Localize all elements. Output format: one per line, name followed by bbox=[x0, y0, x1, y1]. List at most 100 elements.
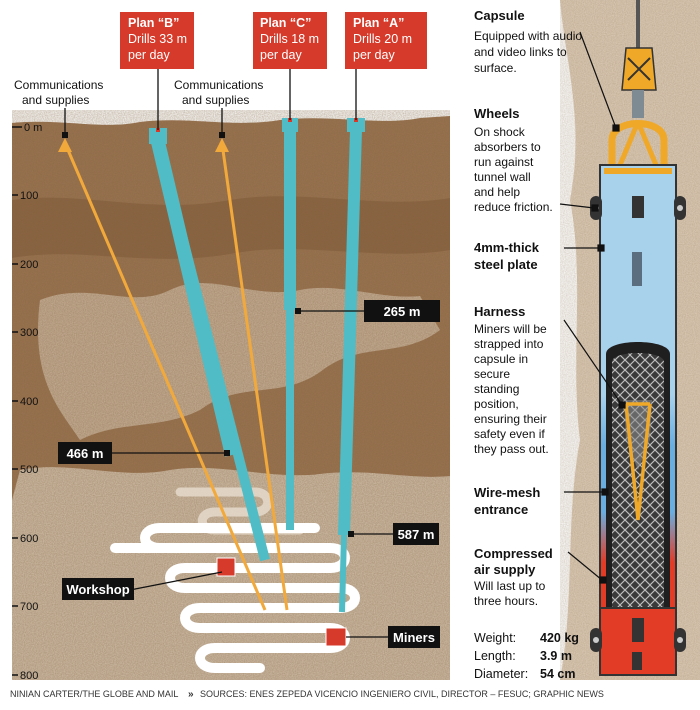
annotation-capsule-line3: surface. bbox=[474, 61, 517, 75]
wheel-bottom-left bbox=[590, 628, 602, 652]
annotation-harness-line5: standing bbox=[474, 382, 519, 396]
annotation-wheels: Wheels On shock absorbers to run against… bbox=[474, 106, 553, 214]
plan-c-shaft bbox=[282, 118, 298, 530]
mine-tunnel-ramp bbox=[140, 523, 360, 673]
annotation-capsule-line2: and video links to bbox=[474, 45, 567, 59]
annotation-wheels-line1: On shock bbox=[474, 125, 526, 139]
annotation-harness: Harness Miners will be strapped into cap… bbox=[474, 304, 549, 456]
capsule-arch bbox=[608, 120, 668, 166]
plan-c-rate: Drills 18 m bbox=[260, 32, 319, 46]
annotation-harness-line9: they pass out. bbox=[474, 442, 549, 456]
depth-label-587: 587 m bbox=[398, 527, 435, 542]
annotation-harness-title: Harness bbox=[474, 304, 525, 319]
annotation-capsule-line1: Equipped with audio bbox=[474, 29, 582, 43]
depth-tick-800: 800 bbox=[12, 670, 38, 682]
annotation-capsule: Capsule Equipped with audio and video li… bbox=[474, 8, 582, 75]
depth-tick-100: 100 bbox=[12, 190, 38, 202]
comm-line-2 bbox=[220, 142, 289, 611]
annotation-wheels-line3: run against bbox=[474, 155, 534, 169]
plan-a-rate: Drills 20 m bbox=[353, 32, 412, 46]
annotation-air-line2: three hours. bbox=[474, 594, 538, 608]
annotation-wheels-line5: and help bbox=[474, 185, 520, 199]
annotation-mesh-title-line2: entrance bbox=[474, 502, 528, 517]
annotation-air-line1: Will last up to bbox=[474, 579, 546, 593]
depth-tick-label-500: 500 bbox=[20, 464, 38, 476]
annotation-steel-title-line1: 4mm-thick bbox=[474, 240, 540, 255]
depth-tick-label-300: 300 bbox=[20, 327, 38, 339]
capsule-body bbox=[599, 164, 677, 676]
plan-a-label: Plan “A” Drills 20 m per day bbox=[345, 12, 427, 69]
credit-author: NINIAN CARTER/THE GLOBE AND MAIL bbox=[10, 689, 178, 699]
annotation-harness-line2: strapped into bbox=[474, 337, 544, 351]
depth-tick-label-400: 400 bbox=[20, 396, 38, 408]
comm-label-2-line2: and supplies bbox=[182, 93, 249, 107]
depth-callout-466: 466 m bbox=[58, 442, 230, 464]
plan-c-label: Plan “C” Drills 18 m per day bbox=[253, 12, 327, 69]
comm-label-2-line1: Communications bbox=[174, 78, 263, 92]
comm-label-1-line1: Communications bbox=[14, 78, 103, 92]
spec-diameter-label: Diameter: bbox=[474, 667, 528, 681]
mine-tunnels bbox=[110, 487, 360, 673]
spec-length-label: Length: bbox=[474, 649, 516, 663]
depth-callout-587: 587 m bbox=[348, 523, 439, 545]
miners-marker: Miners bbox=[325, 626, 440, 648]
spec-length-value: 3.9 m bbox=[540, 649, 572, 663]
spec-diameter-value: 54 cm bbox=[540, 667, 575, 681]
depth-tick-label-0: 0 m bbox=[24, 122, 42, 134]
depth-tick-label-700: 700 bbox=[20, 601, 38, 613]
annotation-wheels-line4: tunnel wall bbox=[474, 170, 531, 184]
depth-tick-label-200: 200 bbox=[20, 259, 38, 271]
comm-boreholes bbox=[58, 138, 289, 611]
capsule-panel: Capsule Equipped with audio and video li… bbox=[462, 0, 700, 681]
depth-tick-700: 700 bbox=[12, 601, 38, 613]
credit-sources: SOURCES: ENES ZEPEDA VICENCIO INGENIERO … bbox=[200, 689, 604, 699]
depth-tick-200: 200 bbox=[12, 259, 38, 271]
depth-label-265: 265 m bbox=[384, 304, 421, 319]
annotation-air-supply: Compressed air supply Will last up to th… bbox=[474, 546, 553, 608]
depth-tick-0: 0 m bbox=[12, 122, 42, 134]
plan-b-rate: Drills 33 m bbox=[128, 32, 187, 46]
credits-footer: NINIAN CARTER/THE GLOBE AND MAIL » SOURC… bbox=[10, 689, 604, 700]
depth-callout-265: 265 m bbox=[295, 300, 440, 322]
miners-label: Miners bbox=[393, 630, 435, 645]
workshop-marker: Workshop bbox=[62, 557, 236, 600]
plan-c-rate-unit: per day bbox=[260, 48, 302, 62]
credit-separator: » bbox=[188, 689, 194, 700]
capsule-specs: Weight: 420 kg Length: 3.9 m Diameter: 5… bbox=[474, 631, 579, 681]
plan-a-rate-unit: per day bbox=[353, 48, 395, 62]
annotation-wheels-title: Wheels bbox=[474, 106, 520, 121]
wheel-top-right bbox=[674, 196, 686, 220]
plan-b-shaft bbox=[149, 128, 270, 562]
depth-tick-300: 300 bbox=[12, 327, 38, 339]
spec-weight-value: 420 kg bbox=[540, 631, 579, 645]
depth-callouts: 265 m 466 m 587 m bbox=[58, 300, 440, 545]
annotation-wire-mesh: Wire-mesh entrance bbox=[474, 485, 540, 517]
annotation-harness-line3: capsule in bbox=[474, 352, 528, 366]
annotation-steel-title-line2: steel plate bbox=[474, 257, 538, 272]
plan-b-label: Plan “B” Drills 33 m per day bbox=[120, 12, 194, 69]
comm-labels: Communications and supplies Communicatio… bbox=[14, 78, 263, 138]
annotation-air-title-line2: air supply bbox=[474, 562, 536, 577]
plan-b-title: Plan “B” bbox=[128, 16, 179, 30]
annotation-wheels-line6: reduce friction. bbox=[474, 200, 553, 214]
annotation-wheels-line2: absorbers to bbox=[474, 140, 541, 154]
annotation-air-title-line1: Compressed bbox=[474, 546, 553, 561]
comm-cone-2 bbox=[215, 138, 229, 152]
comm-label-1-line2: and supplies bbox=[22, 93, 89, 107]
depth-tick-label-800: 800 bbox=[20, 670, 38, 682]
annotation-harness-line7: ensuring their bbox=[474, 412, 547, 426]
annotation-harness-line8: safety even if bbox=[474, 427, 545, 441]
wheel-bottom-right bbox=[674, 628, 686, 652]
depth-tick-400: 400 bbox=[12, 396, 38, 408]
annotation-harness-line6: position, bbox=[474, 397, 519, 411]
spec-weight-label: Weight: bbox=[474, 631, 516, 645]
annotation-mesh-title-line1: Wire-mesh bbox=[474, 485, 540, 500]
annotation-harness-line1: Miners will be bbox=[474, 322, 547, 336]
annotation-harness-line4: secure bbox=[474, 367, 510, 381]
harness-straps bbox=[624, 403, 652, 521]
plan-c-title: Plan “C” bbox=[260, 16, 311, 30]
capsule-leaders bbox=[559, 31, 626, 584]
cable-and-hook bbox=[621, 0, 657, 118]
